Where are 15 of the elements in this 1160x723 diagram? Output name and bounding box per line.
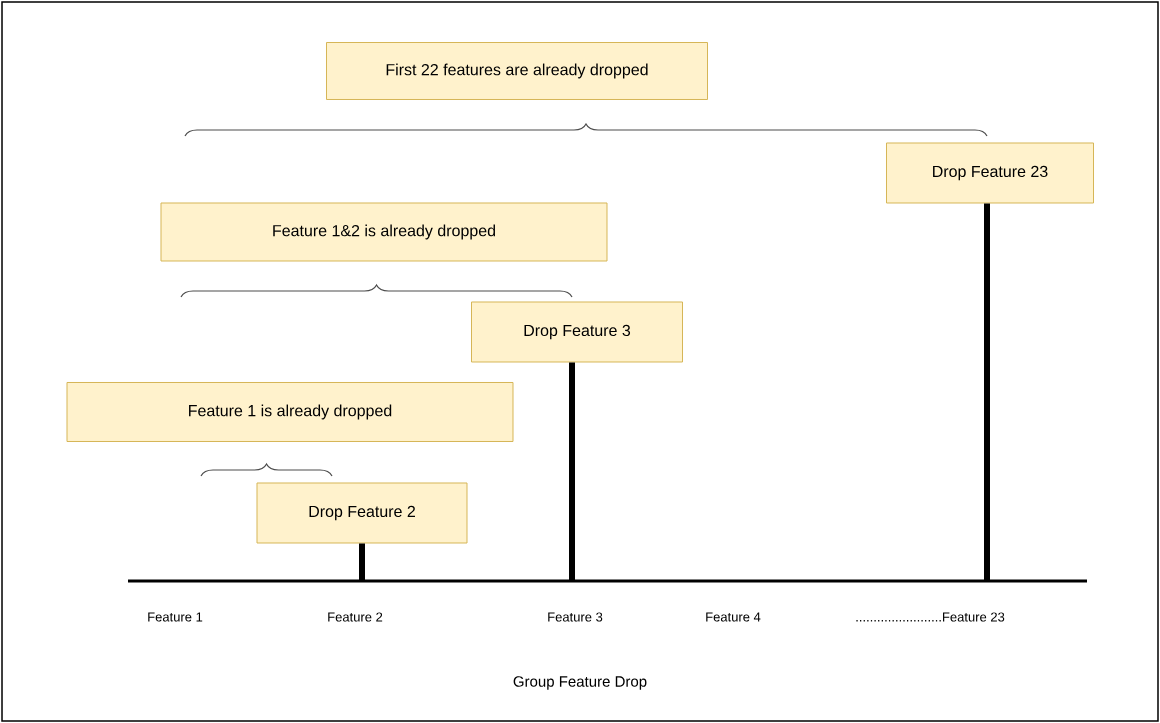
stem-line bbox=[569, 362, 575, 581]
stem-line bbox=[359, 543, 365, 581]
axis-label: Feature 1 bbox=[148, 612, 203, 622]
stem-line bbox=[984, 203, 990, 581]
axis-label: Feature 2 bbox=[328, 612, 383, 622]
text-box: Drop Feature 23 bbox=[886, 142, 1094, 204]
axis-label: ........................Feature 23 bbox=[856, 612, 1005, 622]
text-box: Drop Feature 3 bbox=[471, 301, 683, 363]
caption: Group Feature Drop bbox=[513, 676, 647, 690]
axis-label: Feature 3 bbox=[548, 612, 603, 622]
text-box: Feature 1&2 is already dropped bbox=[160, 202, 608, 262]
text-box: Drop Feature 2 bbox=[256, 482, 468, 544]
axis-label: Feature 4 bbox=[706, 612, 761, 622]
text-box: Feature 1 is already dropped bbox=[66, 382, 514, 442]
text-box: First 22 features are already dropped bbox=[326, 42, 708, 100]
